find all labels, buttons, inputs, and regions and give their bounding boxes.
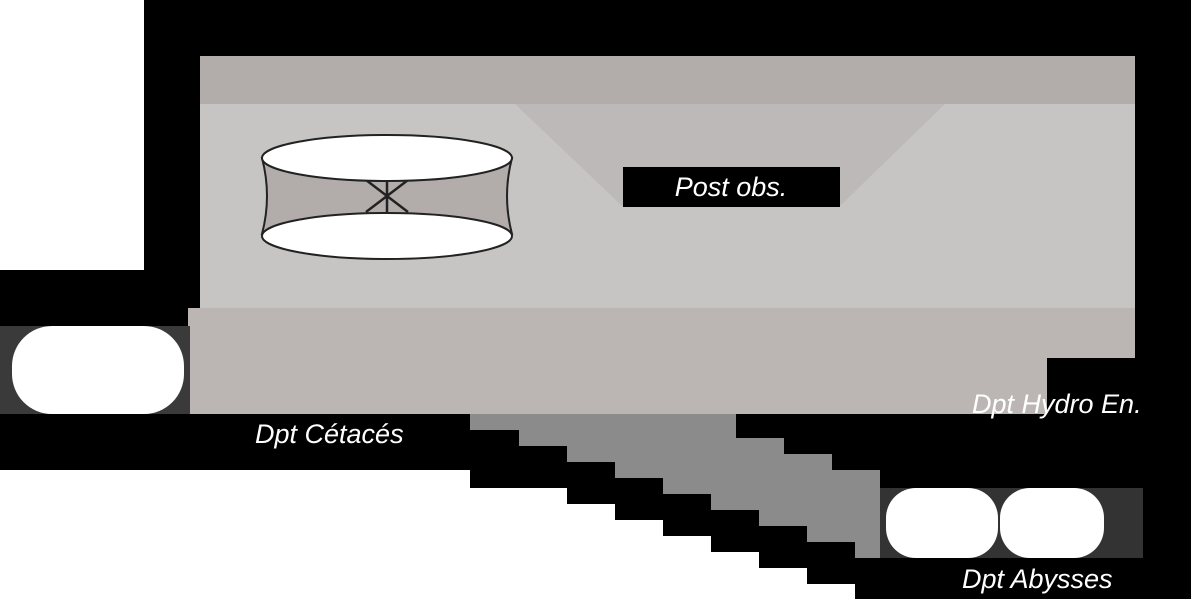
barrel-object[interactable]: [260, 134, 514, 260]
room-bottom-left-round: [186, 326, 216, 414]
room-label: Post obs.: [675, 172, 788, 202]
door-abysses-2[interactable]: [1000, 488, 1104, 558]
room-label-box: [623, 167, 840, 207]
dept-label-hydro[interactable]: Dpt Hydro En.: [972, 389, 1142, 419]
dept-label-cetaces[interactable]: Dpt Cétacés: [255, 419, 404, 449]
corridor-abysses: [470, 414, 880, 558]
void-bottom-left: [0, 470, 855, 599]
dept-label-abysses[interactable]: Dpt Abysses: [962, 564, 1113, 594]
door-abysses-1[interactable]: [886, 488, 998, 558]
door-cetaces[interactable]: [12, 326, 184, 414]
void-top-left: [0, 0, 144, 270]
room-top-band: [200, 56, 1135, 104]
room-bottom-band: [188, 308, 1135, 414]
hydro-step: [1047, 358, 1135, 414]
